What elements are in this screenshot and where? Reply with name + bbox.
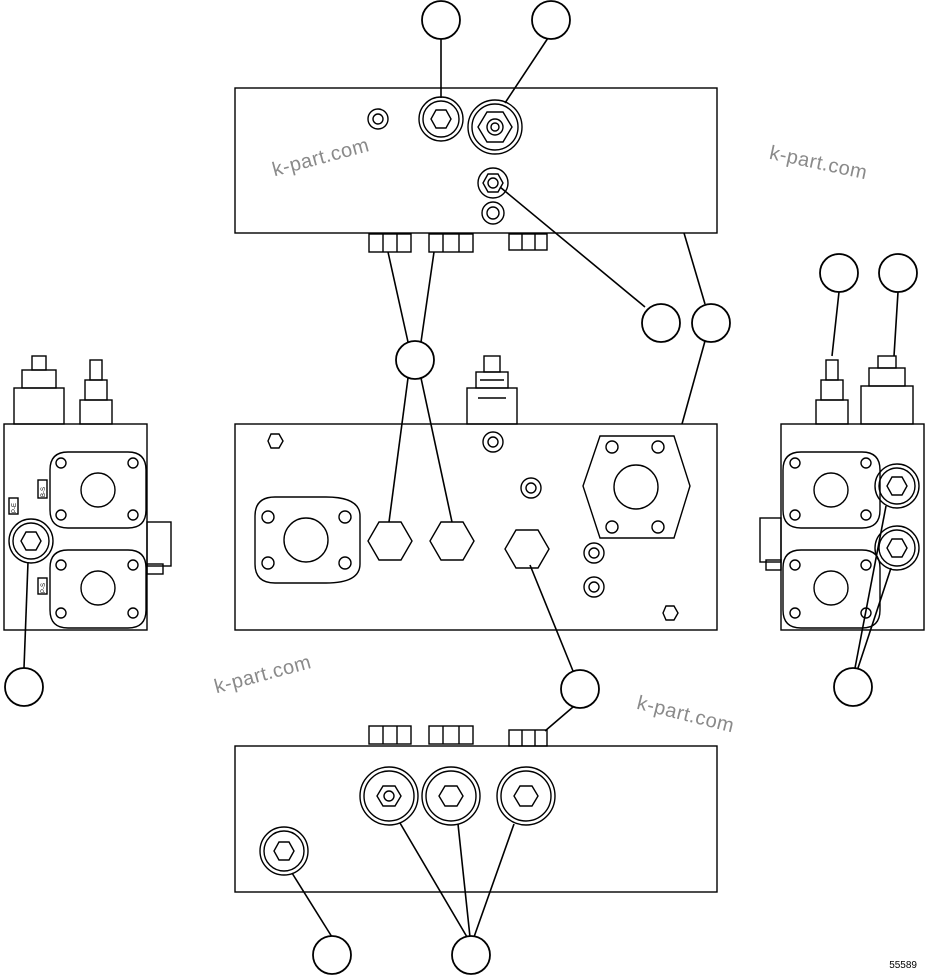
callout-bubble bbox=[878, 253, 918, 293]
top-view-block bbox=[234, 87, 718, 253]
reference-number: 55589 bbox=[889, 960, 917, 971]
port-labels: B-S P-E P-S bbox=[12, 487, 47, 593]
callout-bubble bbox=[395, 340, 435, 380]
callout-bubbles bbox=[4, 0, 918, 975]
callout-bubble bbox=[4, 667, 44, 707]
right-side-view-block bbox=[759, 355, 925, 631]
left-side-view-block bbox=[3, 355, 172, 631]
bottom-view-block bbox=[234, 725, 718, 893]
port-label-left-side: P-E bbox=[12, 503, 18, 513]
port-label-left-top: B-S bbox=[41, 487, 47, 497]
callout-bubble bbox=[451, 935, 491, 975]
leader-lines bbox=[23, 37, 899, 938]
callout-bubble bbox=[531, 0, 571, 40]
callout-bubble bbox=[691, 303, 731, 343]
callout-bubble bbox=[560, 669, 600, 709]
callout-bubble bbox=[819, 253, 859, 293]
callout-bubble bbox=[312, 935, 352, 975]
callout-bubble bbox=[833, 667, 873, 707]
port-label-left-bottom: P-S bbox=[41, 583, 47, 593]
front-view-block bbox=[234, 355, 718, 631]
callout-bubble bbox=[641, 303, 681, 343]
callout-bubble bbox=[421, 0, 461, 40]
